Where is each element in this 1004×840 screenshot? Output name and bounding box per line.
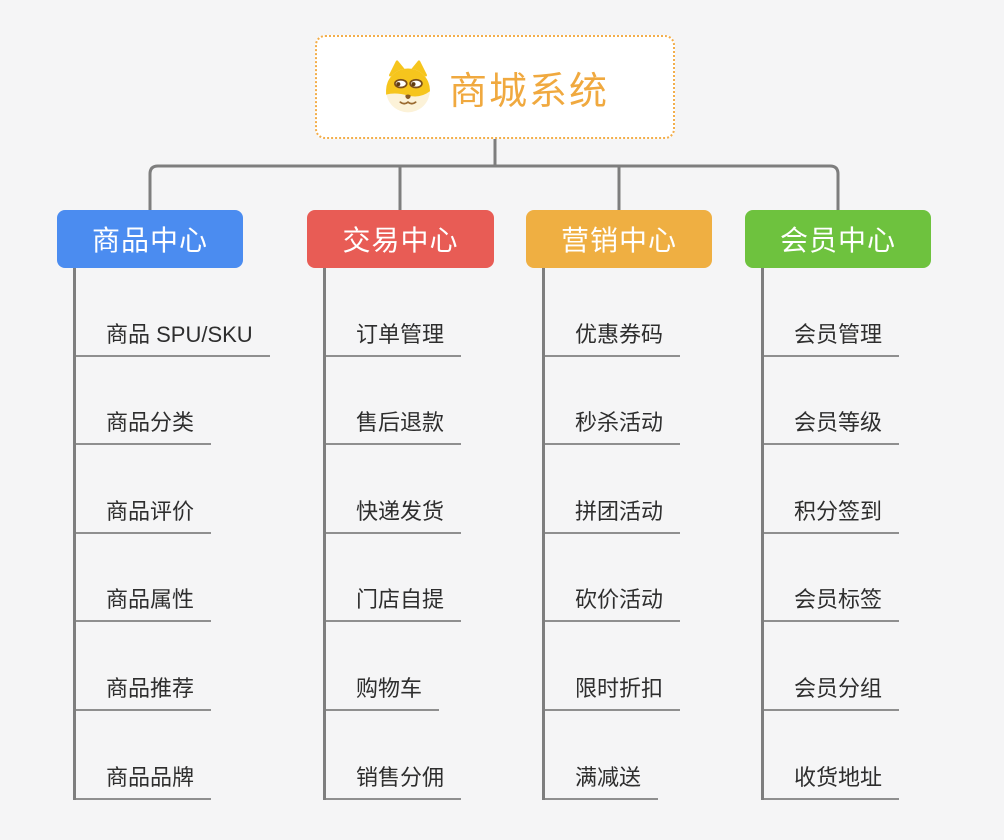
child-node[interactable]: 会员标签 — [764, 534, 900, 623]
branch-header-members[interactable]: 会员中心 — [745, 210, 931, 268]
branch-header-label: 营销中心 — [560, 225, 677, 256]
child-node-label: 销售分佣 — [326, 760, 462, 800]
child-node[interactable]: 门店自提 — [326, 534, 462, 623]
child-node[interactable]: 拼团活动 — [545, 445, 681, 534]
child-node-label: 限时折扣 — [545, 671, 681, 711]
branch-header-label: 交易中心 — [342, 225, 459, 256]
child-node[interactable]: 商品分类 — [76, 357, 270, 446]
child-node-label: 订单管理 — [326, 317, 462, 357]
child-node-label: 收货地址 — [764, 760, 900, 800]
child-node[interactable]: 砍价活动 — [545, 534, 681, 623]
branch-header-label: 会员中心 — [779, 225, 896, 256]
child-node[interactable]: 售后退款 — [326, 357, 462, 446]
child-node-label: 售后退款 — [326, 405, 462, 446]
branch-children-trade: 订单管理售后退款快递发货门店自提购物车销售分佣 — [323, 268, 462, 800]
child-node[interactable]: 满减送 — [545, 711, 680, 800]
child-node[interactable]: 商品推荐 — [76, 622, 270, 711]
child-node-label: 商品 SPU/SKU — [76, 317, 270, 357]
child-node-label: 拼团活动 — [545, 494, 681, 534]
child-node-label: 会员管理 — [764, 317, 900, 357]
child-node[interactable]: 快递发货 — [326, 445, 462, 534]
child-node[interactable]: 销售分佣 — [326, 711, 462, 800]
child-node-label: 会员等级 — [764, 405, 900, 446]
child-node[interactable]: 会员分组 — [764, 622, 900, 711]
child-node[interactable]: 购物车 — [326, 622, 461, 711]
branch-children-marketing: 优惠券码秒杀活动拼团活动砍价活动限时折扣满减送 — [542, 268, 681, 800]
child-node-label: 商品评价 — [76, 494, 212, 534]
branch-children-products: 商品 SPU/SKU 商品分类商品评价商品属性商品推荐商品品牌 — [73, 268, 270, 800]
child-node[interactable]: 商品属性 — [76, 534, 270, 623]
branch-children-members: 会员管理会员等级积分签到会员标签会员分组收货地址 — [761, 268, 900, 800]
child-node-label: 秒杀活动 — [545, 405, 681, 446]
child-node[interactable]: 商品评价 — [76, 445, 270, 534]
child-node[interactable]: 收货地址 — [764, 711, 900, 800]
child-node-label: 商品分类 — [76, 405, 212, 446]
branch-header-marketing[interactable]: 营销中心 — [526, 210, 712, 268]
child-node-label: 购物车 — [326, 671, 440, 711]
child-node-label: 优惠券码 — [545, 317, 681, 357]
child-node[interactable]: 商品品牌 — [76, 711, 270, 800]
child-node[interactable]: 秒杀活动 — [545, 357, 681, 446]
child-node-label: 商品推荐 — [76, 671, 212, 711]
child-node-label: 商品属性 — [76, 582, 212, 623]
child-node-label: 快递发货 — [326, 494, 462, 534]
child-node-label: 积分签到 — [764, 494, 900, 534]
root-title: 商城系统 — [448, 70, 609, 113]
child-node[interactable]: 优惠券码 — [545, 268, 681, 357]
child-node-label: 会员分组 — [764, 671, 900, 711]
child-node-label: 会员标签 — [764, 582, 900, 623]
branch-header-trade[interactable]: 交易中心 — [307, 210, 494, 268]
child-node[interactable]: 限时折扣 — [545, 622, 681, 711]
branch-header-label: 商品中心 — [91, 225, 208, 256]
branch-header-products[interactable]: 商品中心 — [57, 210, 243, 268]
root-node[interactable]: 商城系统 — [315, 35, 675, 139]
child-node[interactable]: 商品 SPU/SKU — [76, 268, 270, 357]
child-node-label: 砍价活动 — [545, 582, 681, 623]
child-node[interactable]: 会员等级 — [764, 357, 900, 446]
doge-icon — [386, 60, 430, 113]
child-node[interactable]: 订单管理 — [326, 268, 462, 357]
child-node-label: 商品品牌 — [76, 760, 212, 800]
child-node-label: 满减送 — [545, 760, 659, 800]
child-node-label: 门店自提 — [326, 582, 462, 623]
child-node[interactable]: 积分签到 — [764, 445, 900, 534]
child-node[interactable]: 会员管理 — [764, 268, 900, 357]
